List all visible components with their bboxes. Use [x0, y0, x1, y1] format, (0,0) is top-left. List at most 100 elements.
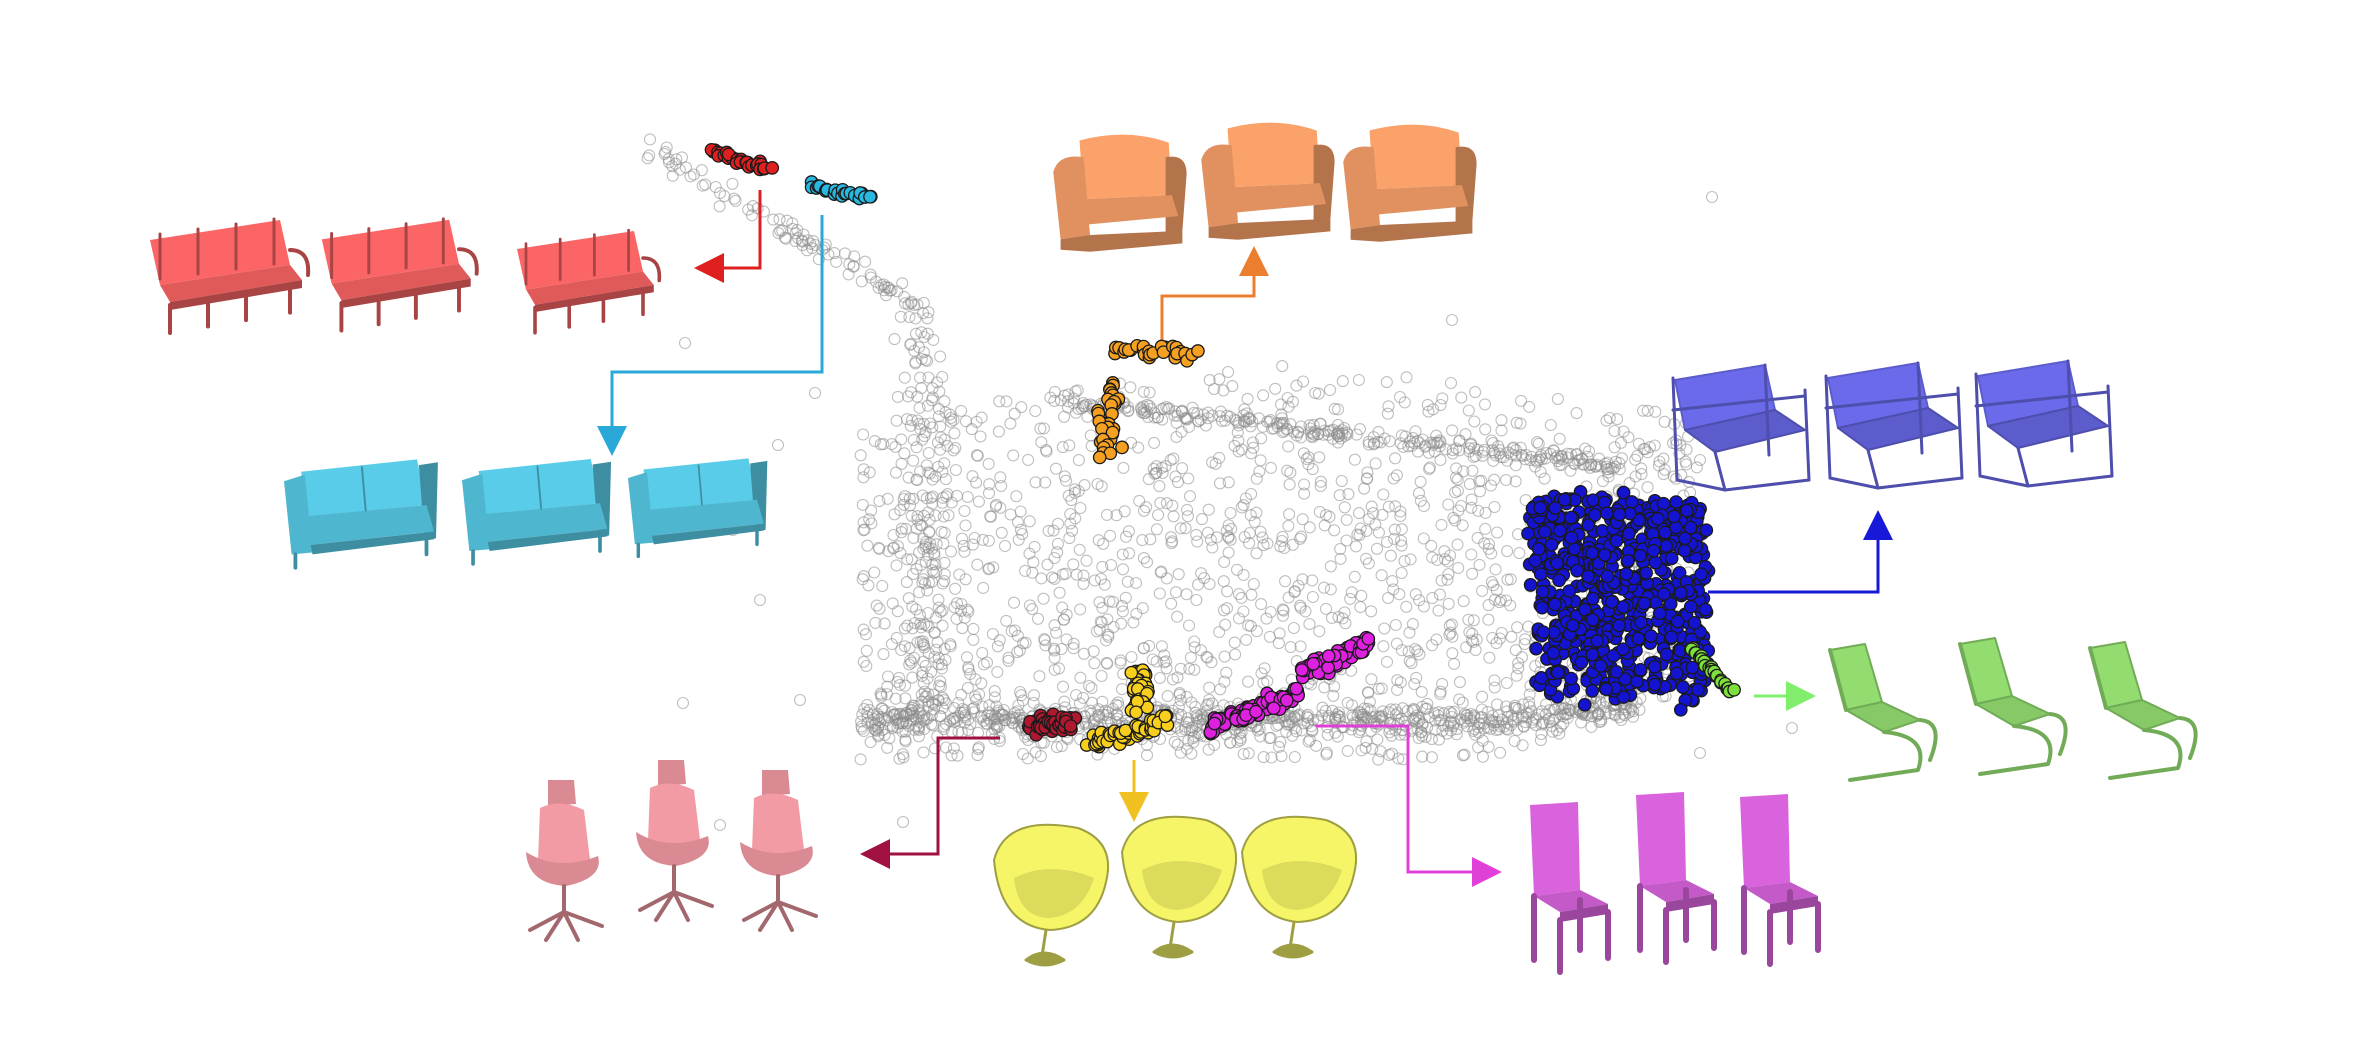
background-point [1201, 651, 1214, 664]
background-point [1296, 513, 1309, 526]
background-point [1473, 485, 1487, 498]
background-point [898, 490, 912, 503]
background-point [1693, 453, 1707, 467]
background-point [923, 467, 936, 480]
background-point [1370, 542, 1384, 555]
background-point [1274, 398, 1288, 411]
background-point [1611, 413, 1624, 426]
background-point [1281, 391, 1294, 405]
background-point [1534, 734, 1547, 747]
background-point [921, 584, 934, 597]
background-point [891, 605, 904, 618]
background-point [859, 628, 872, 641]
background-point [1333, 489, 1346, 502]
background-point [971, 749, 984, 762]
background-point [1026, 602, 1039, 616]
background-point [869, 616, 882, 629]
background-point [1232, 588, 1245, 601]
background-point [1240, 407, 1253, 420]
background-point [1002, 654, 1015, 667]
background-point [1329, 726, 1342, 739]
background-point [1182, 619, 1196, 632]
background-point [1288, 586, 1301, 599]
background-point [678, 336, 692, 350]
background-point [1441, 555, 1454, 568]
background-point [1349, 540, 1363, 553]
background-point [1218, 675, 1231, 688]
background-point [1649, 405, 1662, 418]
background-point [1485, 547, 1498, 560]
background-point [959, 573, 972, 586]
background-point [939, 406, 952, 419]
background-point [904, 703, 917, 716]
background-point [982, 457, 995, 470]
background-point [1183, 490, 1197, 503]
background-point [1389, 703, 1402, 716]
background-point [947, 444, 960, 457]
background-point [1057, 613, 1070, 626]
background-point [1053, 586, 1066, 599]
background-point [902, 592, 915, 605]
background-point [1297, 375, 1310, 388]
background-point [828, 247, 841, 260]
background-point [1410, 671, 1423, 684]
background-point [1302, 458, 1315, 471]
background-point [1369, 518, 1382, 531]
background-point [957, 539, 970, 552]
background-point [1215, 414, 1228, 428]
cluster-point [1570, 563, 1584, 578]
background-point [1442, 597, 1455, 610]
background-point [1599, 457, 1612, 470]
background-point [1426, 639, 1439, 652]
background-point [1298, 487, 1311, 500]
background-point [934, 675, 947, 688]
background-point [917, 746, 930, 759]
background-point [1637, 404, 1650, 417]
background-point [1116, 605, 1129, 618]
background-point [1527, 713, 1540, 726]
background-point [1570, 407, 1583, 420]
background-point [1395, 429, 1408, 442]
background-point [1443, 619, 1456, 632]
background-point [1041, 558, 1054, 571]
background-point [1060, 633, 1073, 646]
background-point [1143, 386, 1156, 399]
background-point [1637, 443, 1650, 456]
background-point [842, 268, 855, 281]
maroon-office-chairs-model-2 [636, 760, 714, 922]
background-point [1242, 747, 1255, 760]
background-point [1049, 462, 1063, 475]
background-point [1453, 676, 1466, 689]
background-point [1344, 592, 1357, 605]
background-point [1083, 679, 1096, 693]
background-point [1608, 424, 1621, 438]
background-point [1096, 560, 1109, 573]
background-point [930, 538, 943, 551]
background-point [1282, 519, 1295, 532]
background-point [1188, 641, 1201, 654]
background-point [1416, 433, 1429, 446]
background-point [1519, 633, 1532, 646]
background-point [1051, 546, 1064, 559]
background-point [1077, 569, 1090, 582]
background-point [1345, 664, 1358, 677]
background-point [818, 241, 831, 254]
background-point [1150, 466, 1163, 479]
cluster-point [1644, 629, 1658, 643]
background-point [1500, 473, 1513, 487]
background-point [666, 169, 679, 182]
background-point [1096, 695, 1109, 708]
background-point [866, 708, 879, 721]
background-point [962, 713, 975, 726]
background-point [1515, 651, 1529, 664]
background-point [1237, 499, 1250, 512]
background-point [863, 466, 876, 479]
background-point [1056, 680, 1070, 693]
background-point [994, 471, 1007, 484]
background-point [903, 642, 916, 655]
background-point [1191, 578, 1205, 591]
background-point [1155, 640, 1168, 653]
background-point [1140, 556, 1154, 569]
background-point [1395, 539, 1408, 552]
background-point [912, 723, 925, 737]
